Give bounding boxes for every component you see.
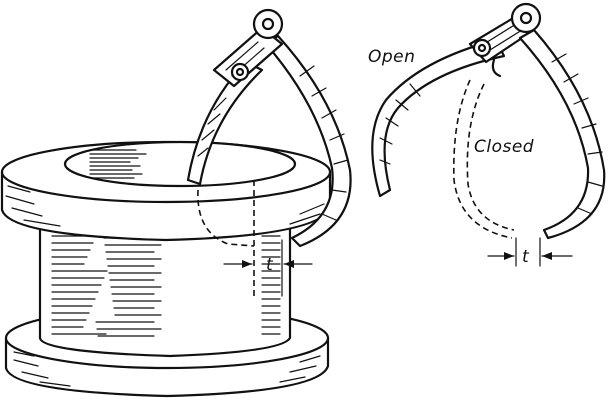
right-caliper-hook <box>491 58 502 78</box>
left-thickness-dimension: t <box>223 239 313 297</box>
left-caliper-rivet <box>230 62 250 82</box>
thickness-label-right: t <box>522 247 530 267</box>
spool-top-flange <box>0 140 332 242</box>
left-caliper-pivot <box>252 8 284 40</box>
label-closed: Closed <box>474 137 534 157</box>
closed-leg-inner <box>466 83 515 231</box>
right-caliper-pivot <box>510 2 542 34</box>
fixed-leg <box>518 28 606 240</box>
closed-leg-outer <box>453 79 513 239</box>
spool <box>0 140 332 398</box>
thickness-label-left: t <box>266 255 274 275</box>
left-caliper-outer-leg <box>264 34 352 248</box>
label-open: Open <box>368 47 415 67</box>
left-caliper-inner-leg <box>186 60 264 186</box>
right-caliper <box>371 2 606 240</box>
right-thickness-dimension: t <box>487 237 573 267</box>
right-caliper-rivet <box>472 38 492 58</box>
left-caliper <box>186 8 352 300</box>
